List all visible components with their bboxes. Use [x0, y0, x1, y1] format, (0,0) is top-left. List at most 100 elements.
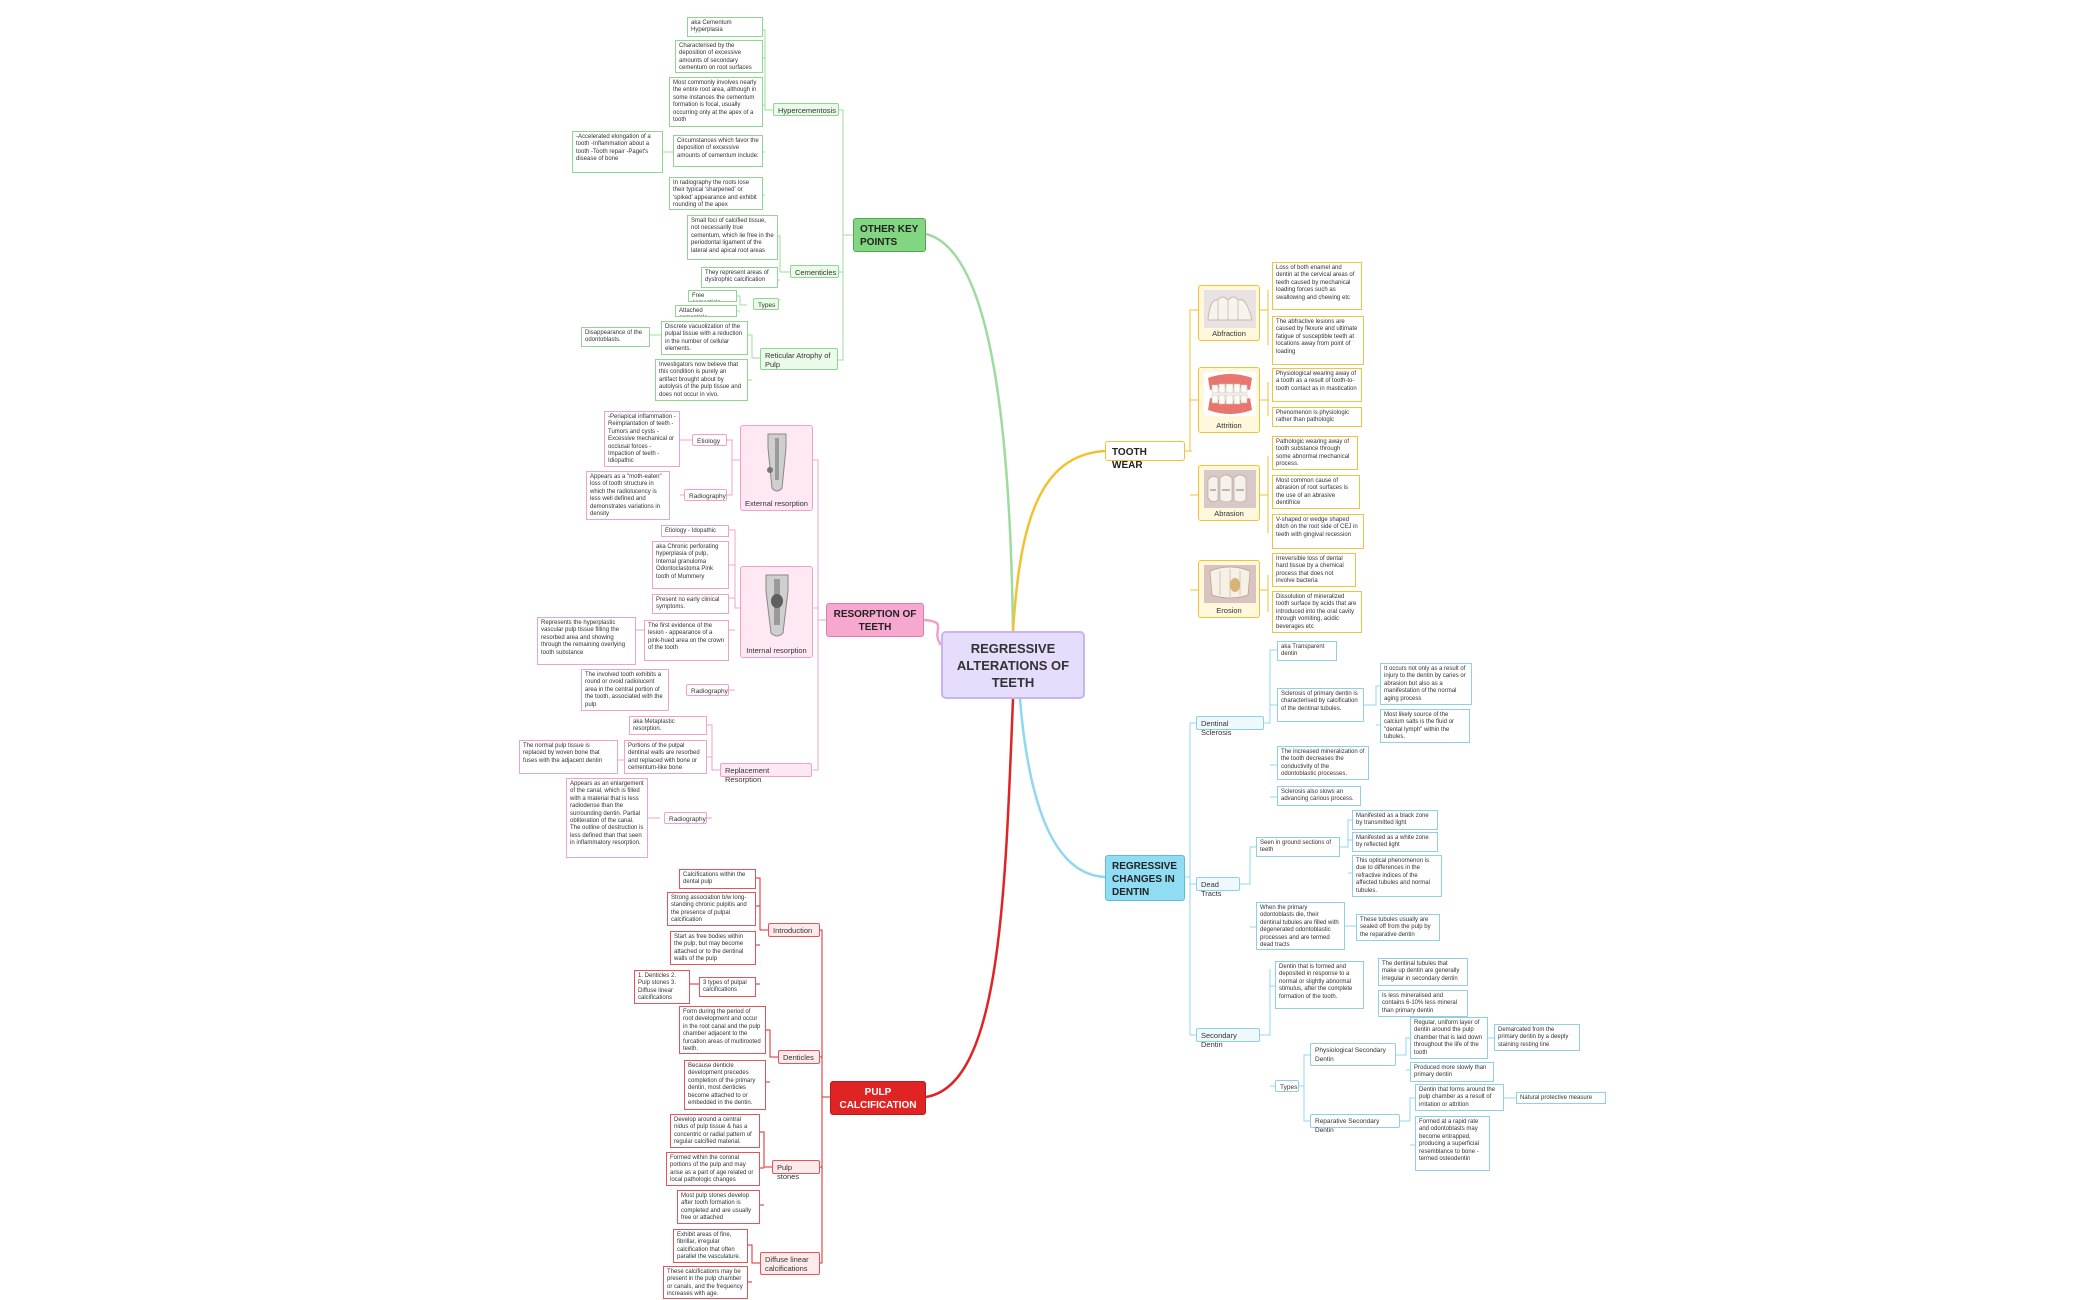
denticles-form[interactable]: Form during the period of root developme… [679, 1006, 766, 1054]
dead-optical[interactable]: This optical phenomenon is due to differ… [1352, 855, 1442, 897]
dead-black[interactable]: Manifested as a black zone by transmitte… [1352, 810, 1438, 830]
stones-formed[interactable]: Formed within the coronal portions of th… [666, 1152, 760, 1186]
erosion-node[interactable]: Erosion [1198, 560, 1260, 618]
intro-types-list[interactable]: 1. Denticles 2. Pulp stones 3. Diffuse l… [634, 970, 690, 1004]
reparative-secondary-node[interactable]: Reparative Secondary Dentin [1310, 1114, 1400, 1134]
abfraction-fact-1[interactable]: Loss of both enamel and dentin at the ce… [1272, 262, 1362, 310]
cementicles-small[interactable]: Small foci of calcified tissue, not nece… [687, 215, 778, 260]
reticular-disappear[interactable]: Disappearance of the odontoblasts. [581, 327, 650, 347]
cementicles-node[interactable]: Cementicles [790, 265, 839, 278]
abrasion-fact-3[interactable]: V-shaped or wedge shaped ditch on the ro… [1272, 514, 1364, 549]
reticular-investigators[interactable]: Investigators now believe that this cond… [655, 359, 748, 401]
dead-sealed[interactable]: These tubules usually are sealed off fro… [1356, 914, 1440, 941]
physio-slow[interactable]: Produced more slowly than primary dentin [1410, 1062, 1494, 1082]
sclerosis-primary[interactable]: Sclerosis of primary dentin is character… [1277, 688, 1364, 722]
erosion-fact-2[interactable]: Dissolution of mineralized tooth surface… [1272, 591, 1362, 633]
hypercementosis-node[interactable]: Hypercementosis [773, 103, 839, 116]
introduction-node[interactable]: Introduction [768, 923, 820, 937]
sclerosis-source[interactable]: Most likely source of the calcium salts … [1380, 709, 1470, 743]
external-resorption-node[interactable]: External resorption [740, 425, 813, 511]
erosion-fact-1[interactable]: Irreversible loss of dental hard tissue … [1272, 553, 1356, 587]
internal-aka[interactable]: aka Chronic perforating hyperplasia of p… [652, 541, 729, 589]
attrition-fact-2[interactable]: Phenomenon is physiologic rather than pa… [1272, 407, 1362, 427]
external-etiology-list[interactable]: -Periapical inflammation -Reimplantation… [604, 411, 680, 467]
reticular-atrophy-label: Reticular Atrophy of Pulp [765, 351, 831, 369]
internal-resorption-node[interactable]: Internal resorption [740, 566, 813, 658]
stones-most[interactable]: Most pulp stones develop after tooth for… [677, 1190, 760, 1224]
sclerosis-occurs[interactable]: It occurs not only as a result of injury… [1380, 663, 1472, 705]
internal-radiography-node[interactable]: Radiography [686, 684, 729, 696]
cementicles-types-node[interactable]: Types [753, 298, 779, 310]
denticles-node[interactable]: Denticles [778, 1050, 820, 1064]
secondary-types-node[interactable]: Types [1275, 1080, 1299, 1092]
secondary-tubules[interactable]: The dentinal tubules that make up dentin… [1378, 958, 1468, 986]
attrition-node[interactable]: Attrition [1198, 367, 1260, 433]
diffuse-linear-node[interactable]: Diffuse linear calcifications [760, 1252, 820, 1275]
reticular-discrete[interactable]: Discrete vacuolization of the pulpal tis… [661, 321, 748, 355]
hyper-characterised[interactable]: Characterised by the deposition of exces… [675, 40, 763, 73]
replacement-aka[interactable]: aka Metaplastic resorption. [629, 716, 707, 735]
abfraction-node[interactable]: Abfraction [1198, 285, 1260, 341]
sclerosis-aka[interactable]: aka Transparent dentin [1277, 641, 1337, 661]
hyper-radiography[interactable]: In radiography the roots lose their typi… [669, 177, 763, 210]
secondary-less[interactable]: Is less mineralised and contains 6-10% l… [1378, 990, 1468, 1017]
hyper-aka[interactable]: aka Cementum Hyperplasia [687, 17, 763, 37]
abfraction-fact-2[interactable]: The abfractive lesions are caused by fle… [1272, 316, 1364, 365]
replacement-resorption-node[interactable]: Replacement Resorption [720, 763, 812, 784]
internal-represents[interactable]: Represents the hyperplastic vascular pul… [537, 617, 636, 665]
dead-seen[interactable]: Seen in ground sections of teeth [1256, 837, 1340, 857]
sclerosis-slows[interactable]: Sclerosis also slows an advancing cariou… [1277, 786, 1361, 806]
secondary-dentin-node[interactable]: Secondary Dentin [1196, 1028, 1260, 1049]
intro-types[interactable]: 3 types of pulpal calcifications [699, 977, 756, 997]
cementicles-dystrophic[interactable]: They represent areas of dystrophic calci… [701, 267, 778, 288]
physio-demarcated[interactable]: Demarcated from the primary dentin by a … [1494, 1024, 1580, 1051]
secondary-formed[interactable]: Dentin that is formed and deposited in r… [1275, 961, 1364, 1009]
diffuse-these[interactable]: These calcifications may be present in t… [663, 1266, 748, 1299]
dead-when[interactable]: When the primary odontoblasts die, their… [1256, 902, 1345, 950]
internal-present[interactable]: Present no early clinical symptoms. [652, 594, 729, 614]
abrasion-fact-1[interactable]: Pathologic wearing away of tooth substan… [1272, 436, 1358, 470]
physio-regular[interactable]: Regular, uniform layer of dentin around … [1410, 1017, 1488, 1059]
dead-tracts-node[interactable]: Dead Tracts [1196, 877, 1240, 898]
replacement-radiography-node[interactable]: Radiography [664, 812, 707, 824]
dead-white[interactable]: Manifested as a white zone by reflected … [1352, 832, 1438, 852]
external-radiography-node[interactable]: Radiography [684, 489, 727, 501]
attrition-fact-1[interactable]: Physiological wearing away of a tooth as… [1272, 368, 1362, 402]
pulp-stones-node[interactable]: Pulp stones [772, 1160, 820, 1181]
external-etiology-node[interactable]: Etiology [692, 434, 727, 446]
denticles-because[interactable]: Because denticle development precedes co… [684, 1060, 766, 1110]
sclerosis-mineral[interactable]: The increased mineralization of the toot… [1277, 746, 1369, 780]
hyper-most[interactable]: Most commonly involves nearly the entire… [669, 77, 763, 127]
intro-strong[interactable]: Strong association b/w long-standing chr… [667, 892, 756, 926]
internal-first[interactable]: The first evidence of the lesion - appea… [644, 620, 729, 661]
reparative-forms[interactable]: Dentin that forms around the pulp chambe… [1415, 1084, 1504, 1111]
internal-radiography-text[interactable]: The involved tooth exhibits a round or o… [581, 669, 669, 711]
replacement-normal[interactable]: The normal pulp tissue is replaced by wo… [519, 740, 618, 774]
tooth-wear-node[interactable]: TOOTH WEAR [1105, 441, 1185, 471]
internal-etiology[interactable]: Etiology - Idopathic [661, 525, 729, 537]
attached-cementicle[interactable]: Attached cementicle [675, 305, 737, 317]
reticular-atrophy-node[interactable]: Reticular Atrophy of Pulp [760, 348, 838, 370]
reparative-natural[interactable]: Natural protective measure [1516, 1092, 1606, 1104]
replacement-portions[interactable]: Portions of the pulpal dentinal walls ar… [624, 740, 707, 774]
replacement-radiography-label: Radiography [669, 816, 706, 823]
intro-start[interactable]: Start as free bodies within the pulp, bu… [670, 931, 756, 965]
external-radiography-text[interactable]: Appears as a "moth-eaten" loss of tooth … [586, 471, 670, 520]
hyper-circumstances[interactable]: Circumstances which favor the deposition… [673, 135, 763, 167]
replacement-radiography-text[interactable]: Appears as an enlargement of the canal, … [566, 778, 648, 858]
abrasion-fact-2[interactable]: Most common cause of abrasion of root su… [1272, 475, 1360, 509]
hyper-circumstances-list[interactable]: -Accelerated elongation of a tooth -Infl… [572, 131, 663, 173]
reparative-rapid[interactable]: Formed at a rapid rate and odontoblasts … [1415, 1116, 1490, 1171]
free-cementicle[interactable]: Free cementicle [688, 290, 737, 302]
stones-develop[interactable]: Develop around a central nidus of pulp t… [670, 1114, 760, 1148]
dentinal-sclerosis-node[interactable]: Dentinal Sclerosis [1196, 716, 1264, 737]
diffuse-exhibit[interactable]: Exhibit areas of fine, fibrillar, irregu… [673, 1229, 748, 1263]
intro-calcifications[interactable]: Calcifications within the dental pulp [679, 869, 756, 889]
abrasion-node[interactable]: Abrasion [1198, 465, 1260, 521]
physiological-secondary-node[interactable]: Physiological Secondary Dentin [1310, 1043, 1396, 1066]
